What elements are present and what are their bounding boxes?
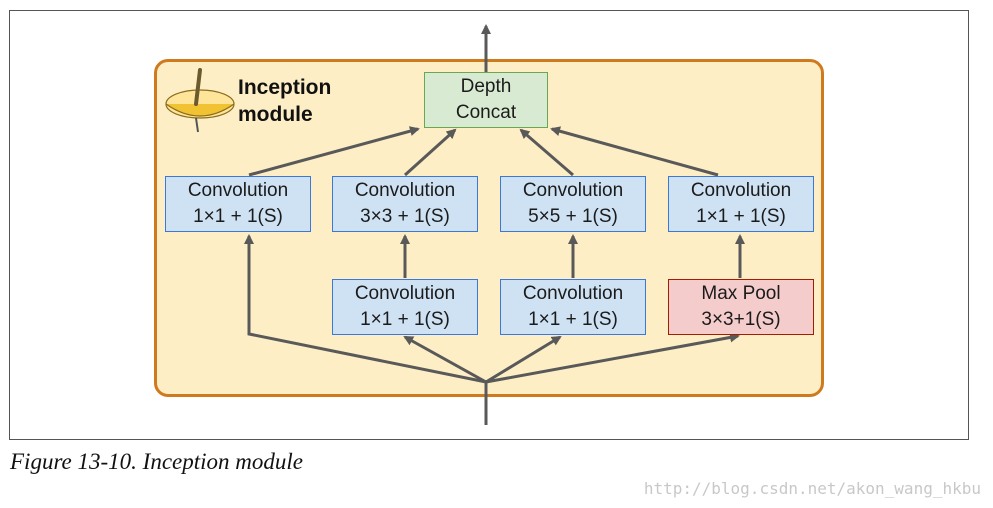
box-label-line1: Convolution bbox=[522, 283, 624, 304]
box-label-line1: Convolution bbox=[354, 283, 456, 304]
conv4-to-concat-arrow bbox=[550, 126, 719, 177]
top-conv-5x5-box: Convolution 5×5 + 1(S) bbox=[500, 176, 646, 232]
bottom-conv-1x1-a-box: Convolution 1×1 + 1(S) bbox=[332, 279, 478, 335]
figure-caption: Figure 13-10. Inception module bbox=[10, 449, 303, 474]
box-label-line1: Convolution bbox=[522, 180, 624, 201]
bottom-conv-1x1-b-box: Convolution 1×1 + 1(S) bbox=[500, 279, 646, 335]
box-label-line2: 5×5 + 1(S) bbox=[528, 206, 618, 227]
input-to-bottom-conv-a-arrow bbox=[403, 335, 487, 384]
conv2-to-concat-arrow bbox=[403, 128, 457, 177]
module-title: Inception module bbox=[238, 74, 331, 128]
box-label-line2: 1×1 + 1(S) bbox=[193, 206, 283, 227]
depth-concat-line1: Depth bbox=[460, 76, 512, 97]
conv3-to-concat-arrow bbox=[519, 128, 574, 177]
input-to-bottom-conv-b-arrow bbox=[485, 335, 562, 384]
box-label-line2: 1×1 + 1(S) bbox=[696, 206, 786, 227]
module-title-line1: Inception bbox=[238, 76, 332, 99]
spinning-top-icon bbox=[165, 68, 235, 133]
box-label-line1: Convolution bbox=[354, 180, 456, 201]
box-label-line2: 3×3+1(S) bbox=[701, 309, 781, 330]
depth-concat-line2: Concat bbox=[455, 102, 517, 123]
conv1-to-concat-arrow bbox=[248, 126, 420, 177]
box-label-line1: Convolution bbox=[690, 180, 792, 201]
input-to-conv1x1-arrow bbox=[244, 234, 487, 384]
input-to-maxpool-arrow bbox=[485, 332, 740, 384]
box-label-line1: Max Pool bbox=[701, 283, 781, 304]
top-conv-1x1-right-box: Convolution 1×1 + 1(S) bbox=[668, 176, 814, 232]
depth-concat-box: Depth Concat bbox=[424, 72, 548, 128]
module-title-line2: module bbox=[238, 103, 313, 126]
box-label-line1: Convolution bbox=[187, 180, 289, 201]
box-label-line2: 3×3 + 1(S) bbox=[360, 206, 450, 227]
max-pool-box: Max Pool 3×3+1(S) bbox=[668, 279, 814, 335]
top-conv-3x3-box: Convolution 3×3 + 1(S) bbox=[332, 176, 478, 232]
box-label-line2: 1×1 + 1(S) bbox=[360, 309, 450, 330]
watermark-url: http://blog.csdn.net/akon_wang_hkbu bbox=[643, 479, 981, 498]
box-label-line2: 1×1 + 1(S) bbox=[528, 309, 618, 330]
top-conv-1x1-box: Convolution 1×1 + 1(S) bbox=[165, 176, 311, 232]
